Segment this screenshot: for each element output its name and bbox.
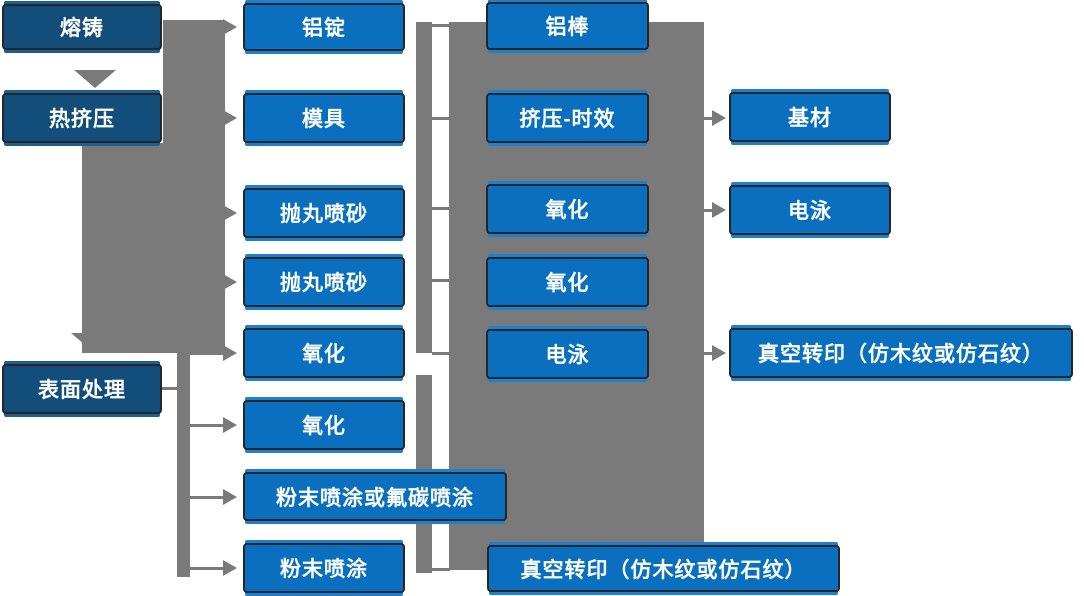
right-arrow-icon-al-ingot (223, 19, 237, 35)
connector-line-powder (188, 567, 223, 570)
node-vacuum-transfer-right-label: 真空转印（仿木纹或仿石纹） (758, 343, 1044, 366)
node-melt: 熔铸 (2, 4, 162, 50)
node-mold: 模具 (243, 93, 405, 143)
right-arrow-icon-vacuum-transfer-right (712, 345, 726, 361)
right-arrow-icon-powder-fluorocarbon (223, 489, 237, 505)
node-oxidation-c3-1: 氧化 (486, 184, 649, 234)
node-al-ingot: 铝锭 (243, 3, 405, 51)
node-surface-treatment-label: 表面处理 (38, 379, 126, 402)
node-powder-coating-label: 粉末喷涂 (280, 558, 368, 581)
node-surface-treatment: 表面处理 (2, 364, 162, 414)
node-hot-extrusion-label: 热挤压 (49, 108, 115, 131)
node-al-ingot-label: 铝锭 (302, 17, 346, 40)
node-melt-label: 熔铸 (60, 17, 104, 40)
node-base-material: 基材 (729, 92, 891, 142)
node-oxidation-c3-2-label: 氧化 (545, 272, 590, 295)
right-arrow-icon-mold (223, 110, 237, 126)
node-powder-coating: 粉末喷涂 (243, 543, 405, 593)
connector-line-al-rod (432, 24, 450, 27)
node-oxidation-c3-2: 氧化 (486, 257, 649, 307)
node-shot-blast-1-label: 抛丸喷砂 (280, 203, 368, 226)
node-oxidation-c3-1-label: 氧化 (545, 199, 590, 222)
node-al-rod-label: 铝棒 (545, 16, 590, 39)
down-arrow-icon-melt-to-hot-extrusion (74, 70, 116, 88)
connector-line-electrophoresis (432, 352, 450, 355)
right-arrow-icon-shot-blast-2 (223, 274, 237, 290)
right-arrow-icon-oxidation-1 (223, 345, 237, 361)
connector-line-oxidation-2 (188, 424, 223, 427)
node-vacuum-transfer-bottom-label: 真空转印（仿木纹或仿石纹） (520, 558, 807, 582)
node-powder-or-fluorocarbon-label: 粉末喷涂或氟碳喷涂 (276, 486, 474, 510)
connector-line-oxidation-c3-2 (432, 279, 450, 282)
connector-line-powder-fluorocarbon (188, 496, 223, 499)
connector-line-surface-treatment (162, 387, 178, 390)
connector-block-mid-left (82, 143, 225, 353)
node-oxidation-c2-1-label: 氧化 (302, 343, 346, 366)
node-extrusion-aging-label: 挤压-时效 (519, 108, 616, 131)
right-arrow-icon-base-material (712, 110, 726, 126)
right-arrow-icon-electrophoresis-c4 (712, 202, 726, 218)
connector-bar-surface-treatment (177, 353, 190, 577)
connector-line-base-material (702, 117, 714, 120)
node-hot-extrusion: 热挤压 (2, 93, 162, 143)
connector-line-oxidation-c3-1 (432, 207, 450, 210)
connector-line-vacuum-transfer-right (702, 352, 714, 355)
down-arrow-icon-to-surface-treatment (71, 333, 113, 351)
right-arrow-icon-shot-blast-1 (223, 205, 237, 221)
node-vacuum-transfer-bottom: 真空转印（仿木纹或仿石纹） (487, 545, 840, 592)
connector-line-electrophoresis-c4 (702, 209, 714, 212)
node-electrophoresis-c3-label: 电泳 (545, 344, 590, 367)
node-powder-or-fluorocarbon: 粉末喷涂或氟碳喷涂 (243, 472, 507, 521)
node-oxidation-c2-2: 氧化 (243, 400, 405, 450)
node-oxidation-c2-2-label: 氧化 (302, 415, 346, 438)
node-electrophoresis-c4-label: 电泳 (788, 200, 832, 223)
connector-line-vacuum-transfer-bottom (432, 568, 450, 571)
connector-line-oxidation-1 (188, 352, 223, 355)
node-shot-blast-1: 抛丸喷砂 (243, 188, 405, 238)
right-arrow-icon-powder (223, 560, 237, 576)
node-shot-blast-2: 抛丸喷砂 (243, 257, 405, 307)
node-vacuum-transfer-right: 真空转印（仿木纹或仿石纹） (729, 328, 1073, 378)
connector-line-extrusion-aging (432, 117, 450, 120)
node-mold-label: 模具 (302, 108, 346, 131)
node-extrusion-aging: 挤压-时效 (486, 93, 649, 143)
node-electrophoresis-c4: 电泳 (729, 185, 891, 235)
right-arrow-icon-oxidation-2 (223, 417, 237, 433)
node-base-material-label: 基材 (788, 107, 832, 130)
node-al-rod: 铝棒 (486, 2, 649, 50)
node-oxidation-c2-1: 氧化 (243, 328, 405, 378)
node-electrophoresis-c3: 电泳 (486, 329, 649, 379)
node-shot-blast-2-label: 抛丸喷砂 (280, 272, 368, 295)
connector-bar-middle-upper (416, 22, 432, 353)
